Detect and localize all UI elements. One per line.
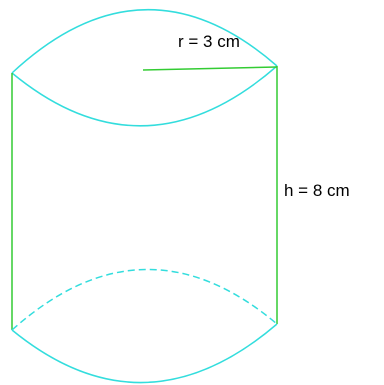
height-label: h = 8 cm (284, 181, 350, 200)
radius-label: r = 3 cm (178, 32, 240, 51)
top-ellipse-front-arc (11, 65, 278, 127)
bottom-ellipse-front-arc (11, 323, 278, 384)
radius-line (142, 66, 278, 71)
top-ellipse-back-arc (11, 8, 278, 74)
bottom-ellipse-hidden-arc (11, 268, 278, 331)
